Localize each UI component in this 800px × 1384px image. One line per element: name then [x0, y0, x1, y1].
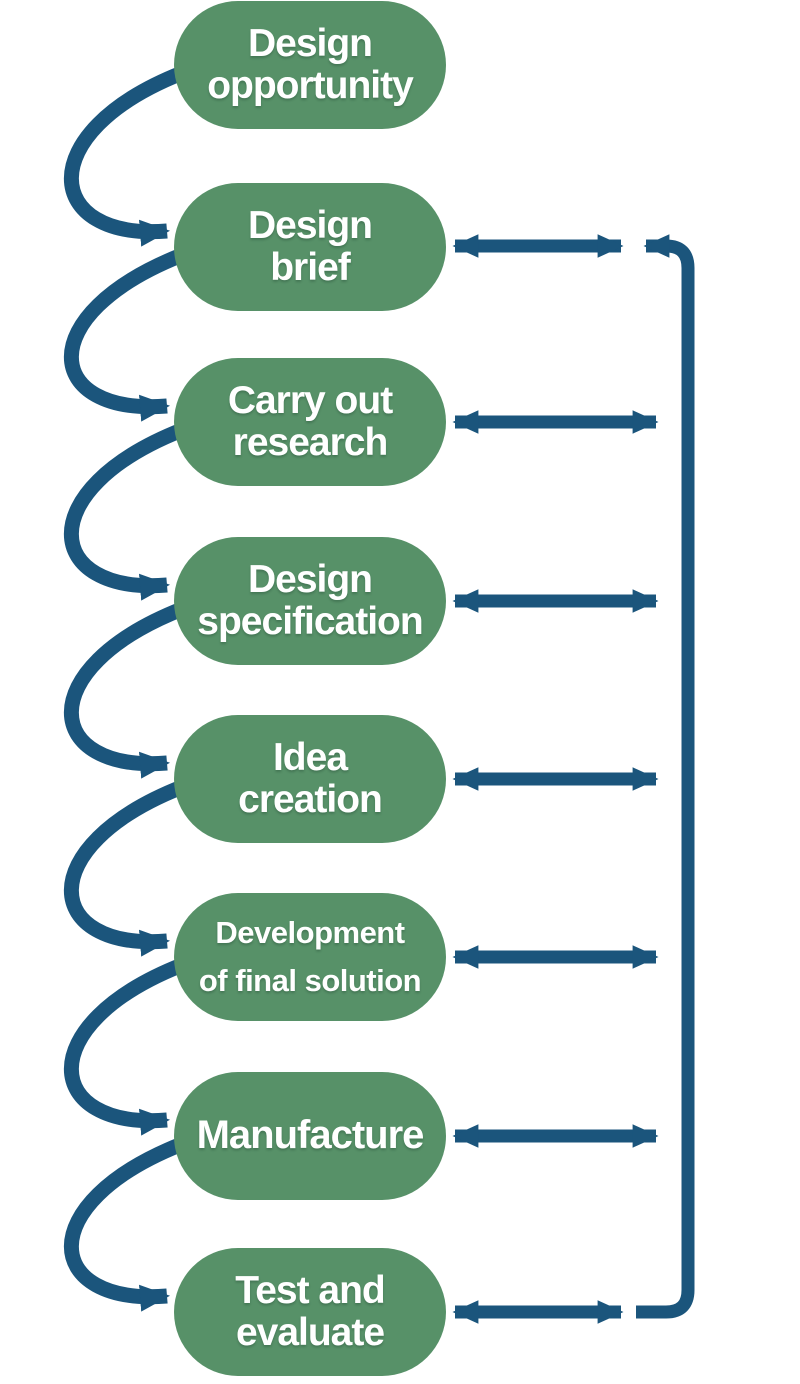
- step-development-of-final-solution: Development of final solution: [174, 893, 446, 1021]
- sequence-arrow-development-to-manufacture: [63, 958, 185, 1136]
- step-carry-out-research: Carry out research: [174, 358, 446, 486]
- feedback-loop-line: [636, 234, 695, 1319]
- sequence-arrow-research-to-specification: [63, 423, 185, 601]
- sequence-arrow-specification-to-idea: [63, 602, 185, 779]
- left-sequence-arrows: [63, 66, 185, 1312]
- step-design-brief: Design brief: [174, 183, 446, 311]
- step-design-specification: Design specification: [174, 537, 446, 665]
- right-bidirectional-arrows: [452, 234, 659, 1324]
- sequence-arrow-opportunity-to-brief: [63, 66, 185, 247]
- step-idea-creation: Idea creation: [174, 715, 446, 843]
- step-test-and-evaluate: Test and evaluate: [174, 1248, 446, 1376]
- sequence-arrow-manufacture-to-test: [63, 1137, 185, 1312]
- step-manufacture: Manufacture: [174, 1072, 446, 1200]
- sequence-arrow-idea-to-development: [63, 780, 185, 957]
- sequence-arrow-brief-to-research: [63, 248, 185, 422]
- step-design-opportunity: Design opportunity: [174, 1, 446, 129]
